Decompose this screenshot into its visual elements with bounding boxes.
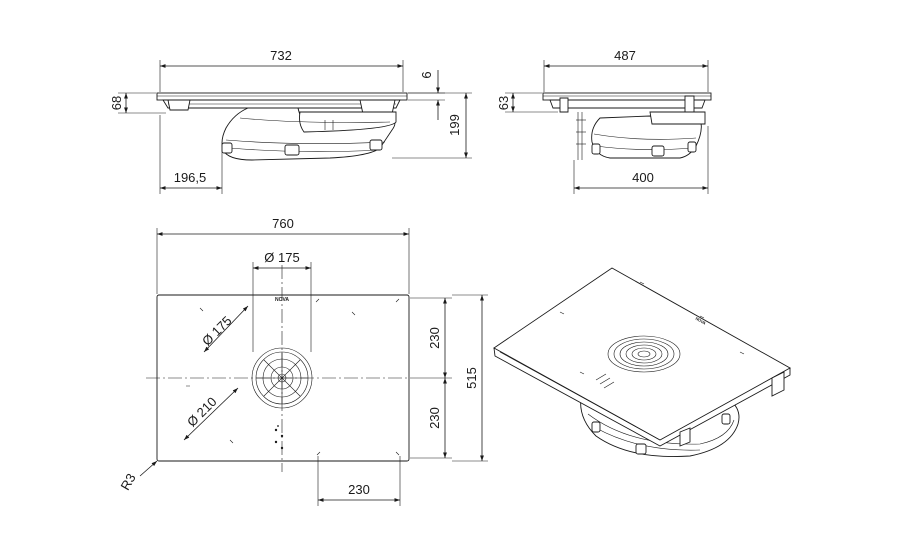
fan-grille	[251, 347, 313, 409]
dim-vent-diameter: Ø 175	[264, 250, 299, 265]
front-view: 732 68 6 199 196,5	[109, 48, 472, 194]
dim-front-width: 732	[270, 48, 292, 63]
dim-bottom-offset: 230	[348, 482, 370, 497]
iso-fan-housing	[580, 391, 740, 457]
dim-glass-thickness: 6	[419, 71, 434, 78]
dim-total-height: 199	[447, 114, 462, 136]
dim-fan-offset: 196,5	[174, 170, 207, 185]
top-view: NOVA 760 Ø 175	[117, 216, 488, 506]
dim-side-depth: 487	[614, 48, 636, 63]
front-glass-top	[156, 92, 408, 101]
dim-side-unit-depth: 400	[632, 170, 654, 185]
dim-lower-half: 230	[427, 407, 442, 429]
side-view: 487 63 400	[496, 48, 712, 194]
isometric-view: NOVA	[493, 267, 791, 457]
dim-corner-radius: R3	[117, 471, 138, 493]
iso-glass-top	[493, 267, 791, 441]
dim-top-width: 760	[272, 216, 294, 231]
iso-brand-mark: NOVA	[695, 316, 707, 326]
dim-upper-half: 230	[427, 327, 442, 349]
dim-side-height: 63	[496, 96, 511, 110]
iso-vent-grille	[607, 335, 681, 373]
dim-front-height: 68	[109, 96, 124, 110]
dim-top-depth: 515	[464, 367, 479, 389]
brand-mark: NOVA	[275, 297, 289, 303]
